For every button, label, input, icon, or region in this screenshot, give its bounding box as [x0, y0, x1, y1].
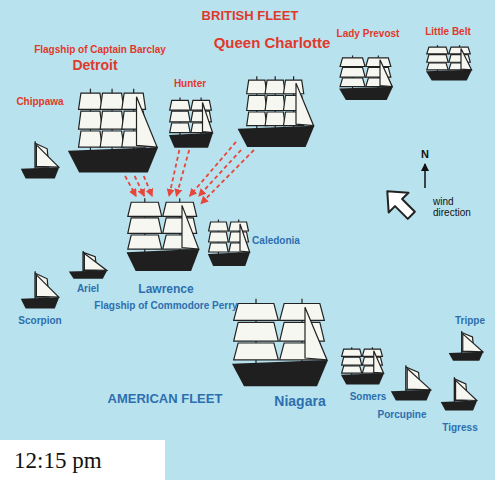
- ship: Chippawa: [20, 140, 60, 180]
- ship: Flagship of Captain BarclayDetroit: [66, 86, 160, 176]
- ship-name: Lady Prevost: [337, 28, 400, 39]
- ship-label: Lawrence: [138, 283, 193, 296]
- ship-label: Flagship of Captain Barclay: [34, 44, 166, 55]
- ship-name: Ariel: [77, 283, 99, 294]
- ship-name: Little Belt: [425, 26, 471, 37]
- ship: Trippe: [448, 330, 484, 362]
- fleet-label: BRITISH FLEET: [202, 9, 299, 23]
- ship-drawing: [168, 96, 214, 150]
- fire-line: [190, 142, 236, 196]
- wind-arrow: [377, 181, 421, 225]
- ship-drawing: [66, 86, 160, 176]
- ship: Niagara: [230, 296, 330, 390]
- ship-label: Flagship of Commodore Perry: [94, 300, 237, 311]
- ship-name: Scorpion: [18, 315, 61, 326]
- ship: Scorpion: [20, 270, 60, 310]
- fire-line: [176, 150, 189, 196]
- ship-drawing: [20, 270, 60, 310]
- ship-name: Trippe: [455, 315, 485, 326]
- ship: Tigress: [440, 376, 478, 412]
- time-panel: [0, 440, 165, 480]
- ship-drawing: [20, 140, 60, 180]
- ship-name: Queen Charlotte: [214, 35, 331, 52]
- ship-name: Hunter: [174, 78, 206, 89]
- fire-line: [201, 150, 254, 204]
- ship-drawing: [68, 250, 108, 280]
- ship: Somers: [340, 346, 385, 386]
- ship-drawing: [207, 218, 251, 268]
- ship-name: Somers: [350, 391, 387, 402]
- ship: Lady Prevost: [338, 54, 394, 102]
- ship: Porcupine: [390, 364, 432, 402]
- ship-drawing: [230, 296, 330, 390]
- ship-drawing: [338, 54, 394, 102]
- fire-line: [125, 176, 136, 196]
- ship: Little Belt: [425, 44, 473, 82]
- ship-name: Tigress: [442, 422, 477, 433]
- ship-name: Caledonia: [252, 235, 300, 246]
- ship-drawing: [390, 364, 432, 402]
- wind-label: wind direction: [433, 196, 485, 218]
- compass-letter: N: [421, 148, 429, 160]
- ship: LawrenceFlagship of Commodore Perry: [125, 196, 201, 274]
- fire-line: [199, 150, 241, 196]
- fire-line: [135, 176, 145, 196]
- ship-drawing: [125, 196, 201, 274]
- ship-drawing: [440, 376, 478, 412]
- ship-drawing: [425, 44, 473, 82]
- ship: Ariel: [68, 250, 108, 280]
- fleet-label: AMERICAN FLEET: [108, 392, 223, 406]
- ship-drawing: [236, 74, 316, 150]
- ship-name: Niagara: [274, 394, 325, 409]
- ship-drawing: [448, 330, 484, 362]
- ship-label: Detroit: [72, 58, 117, 73]
- ship-name: Porcupine: [378, 409, 427, 420]
- ship: Queen Charlotte: [236, 74, 316, 150]
- north-arrow: [424, 164, 426, 188]
- ship-drawing: [340, 346, 385, 386]
- ship-name: Chippawa: [16, 96, 63, 107]
- ship: Caledonia: [207, 218, 251, 268]
- time-caption: 12:15 pm: [14, 448, 102, 473]
- fire-line: [144, 176, 152, 196]
- ship: Hunter: [168, 96, 214, 150]
- fire-line: [169, 150, 179, 196]
